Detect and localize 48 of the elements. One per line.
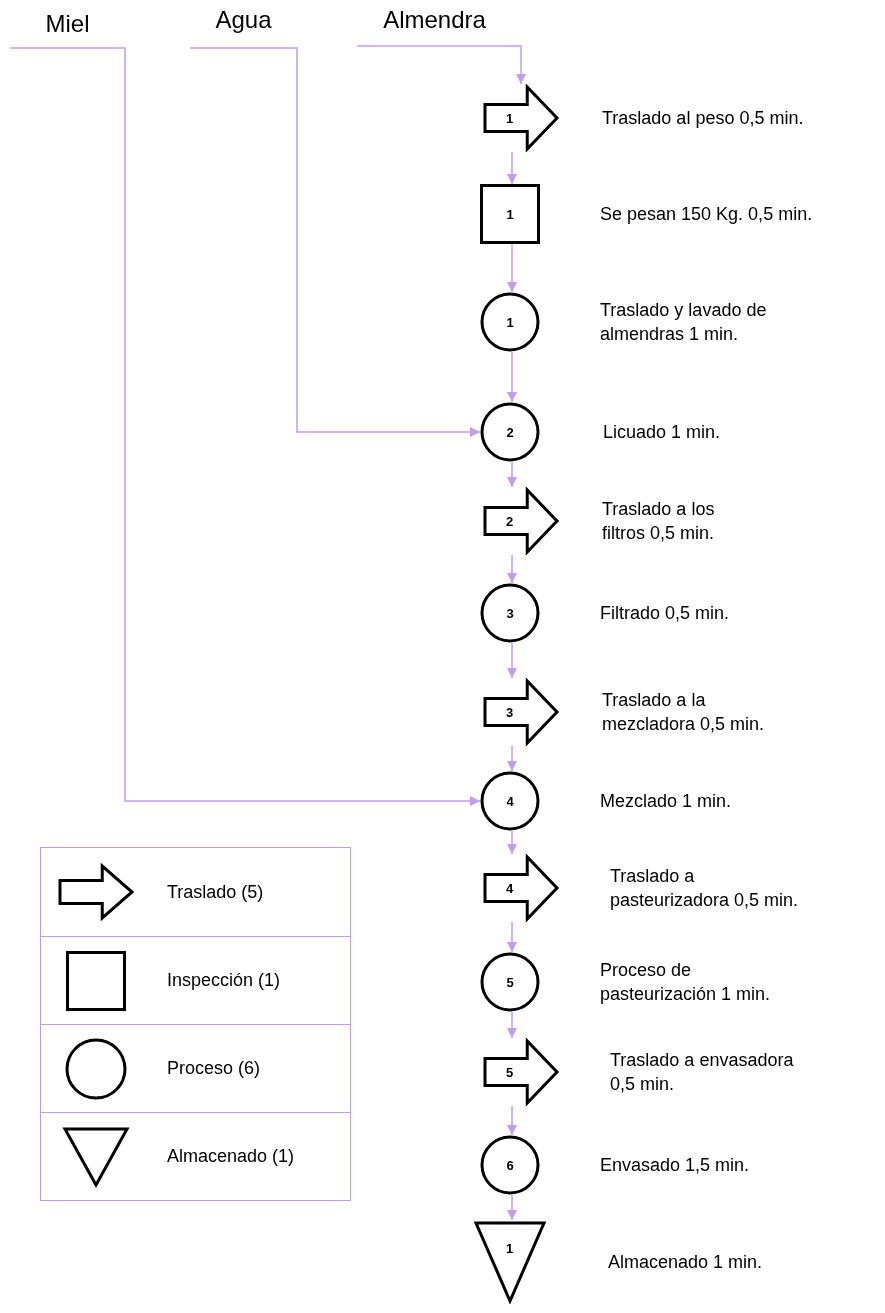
step-description: Traslado a envasadora 0,5 min. (610, 1048, 795, 1096)
step-number: 5 (506, 975, 514, 989)
step-description: Traslado y lavado de almendras 1 min. (600, 298, 768, 346)
arrow (506, 1194, 518, 1221)
arrow (506, 921, 518, 953)
arrow (506, 243, 518, 293)
step-description: Almacenado 1 min. (608, 1250, 764, 1274)
step-number: 4 (506, 882, 514, 895)
step-number: 6 (506, 1158, 514, 1172)
input-label: Almendra (383, 8, 486, 32)
arrow (9, 47, 481, 807)
input-label: Miel (45, 12, 90, 36)
arrow (189, 47, 481, 438)
arrow (506, 1105, 518, 1136)
legend-text: Almacenado (1) (167, 1145, 295, 1168)
step-description: Envasado 1,5 min. (600, 1153, 751, 1177)
arrow (506, 1011, 518, 1039)
step-number: 1 (506, 315, 514, 329)
step-description: Traslado a los filtros 0,5 min. (602, 497, 716, 545)
step-description: Traslado a pasteurizadora 0,5 min. (610, 864, 800, 912)
step-description: Licuado 1 min. (603, 420, 722, 444)
arrow (356, 45, 527, 85)
step-number: 1 (506, 112, 514, 125)
step-description: Proceso de pasteurización 1 min. (600, 958, 772, 1006)
legend-text: Traslado (5) (167, 880, 264, 904)
step-number: 1 (506, 1242, 514, 1255)
arrow (506, 151, 518, 185)
step-number: 2 (506, 515, 514, 528)
step-description: Se pesan 150 Kg. 0,5 min. (600, 202, 814, 226)
legend-text: Inspección (1) (167, 969, 281, 992)
step-number: 5 (506, 1066, 514, 1079)
step-description: Traslado al peso 0,5 min. (602, 106, 805, 130)
arrow (506, 745, 518, 772)
step-description: Mezclado 1 min. (600, 789, 733, 813)
arrow (506, 642, 518, 679)
step-description: Filtrado 0,5 min. (600, 601, 731, 625)
step-number: 2 (506, 425, 514, 439)
arrow (506, 461, 518, 488)
step-description: Traslado a la mezcladora 0,5 min. (602, 688, 766, 736)
arrow (506, 554, 518, 584)
arrow (506, 830, 518, 855)
step-number: 3 (506, 706, 514, 719)
step-number: 4 (506, 794, 514, 808)
step-number: 3 (506, 606, 514, 620)
arrow (506, 351, 518, 403)
step-number: 1 (506, 207, 514, 221)
legend-text: Proceso (6) (167, 1057, 261, 1080)
input-label: Agua (215, 8, 272, 32)
